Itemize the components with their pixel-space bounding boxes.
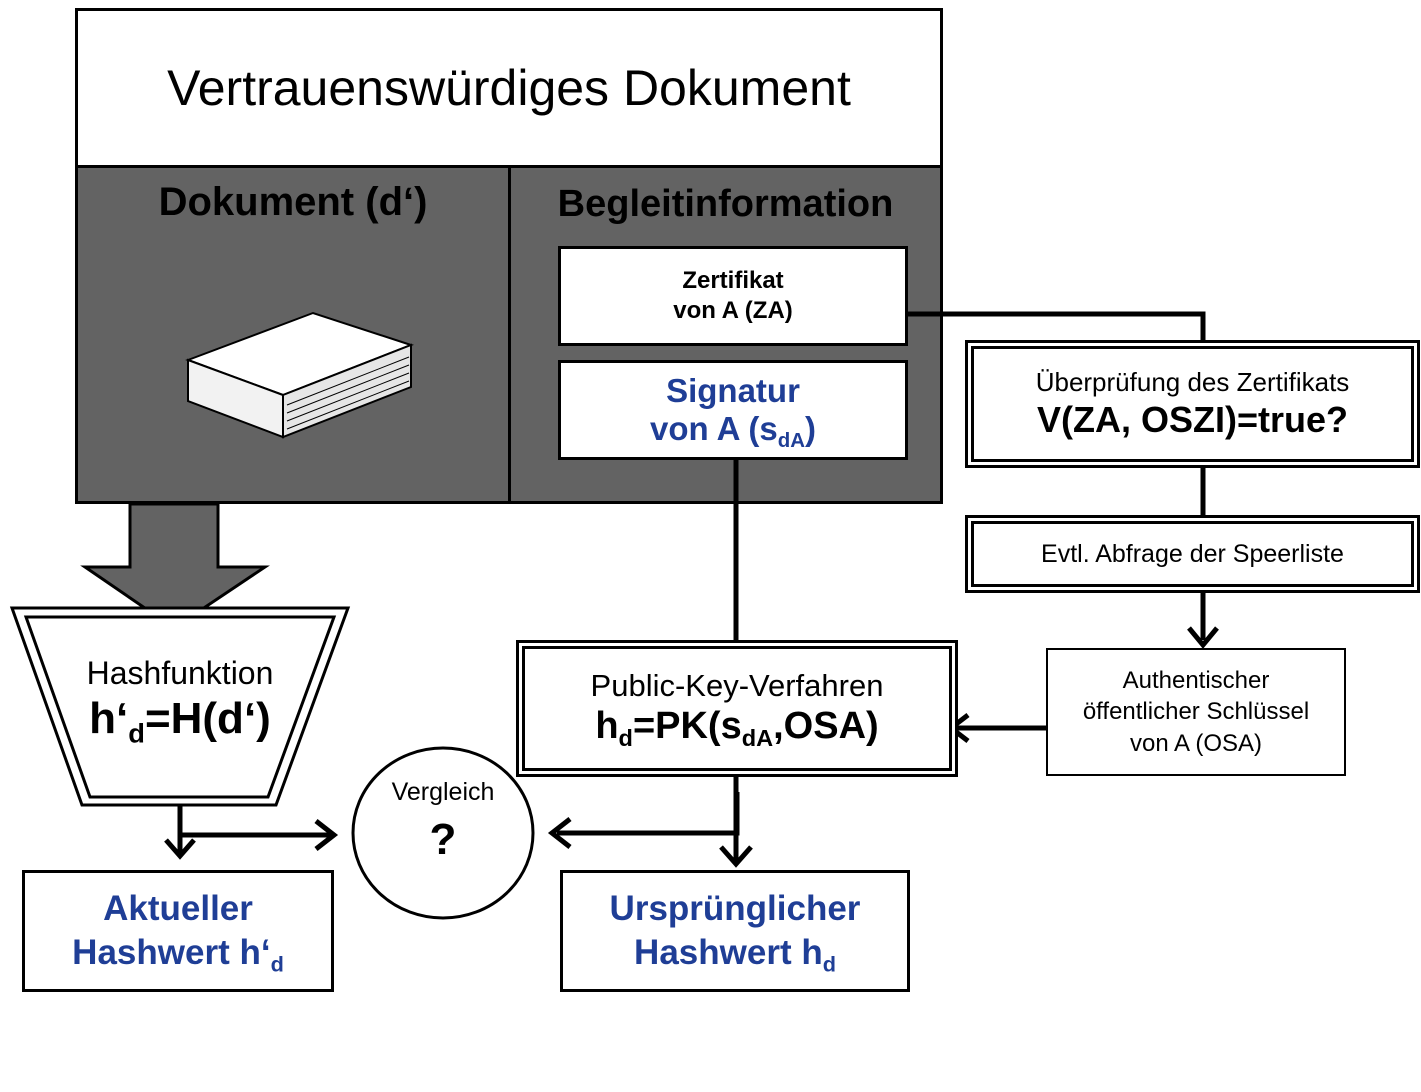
arrowhead-orig-compare: [547, 817, 572, 849]
signature-line1: Signatur: [666, 372, 800, 410]
auth-key-line3: von A (OSA): [1129, 729, 1263, 757]
signature-symbol: s: [759, 410, 778, 447]
cert-check-formula: V(ZA, OSZI)=true?: [1036, 399, 1348, 440]
current-hash-sub: d: [270, 951, 284, 977]
page-title-text: Vertrauenswürdiges Dokument: [167, 60, 851, 116]
pk-f1: h: [595, 705, 619, 748]
line-orig-to-compare: [557, 792, 740, 836]
signature-suffix: ): [805, 410, 816, 447]
arrowhead-curr-compare: [314, 819, 339, 851]
document-label: Dokument (d‘): [158, 180, 428, 224]
hash-function[interactable]: Hashfunktion h‘d=H(d‘): [40, 655, 320, 747]
book-icon: [185, 311, 414, 439]
hash-formula-post: =H(d‘): [144, 694, 271, 743]
auth-key-line1: Authentischer: [1122, 667, 1270, 695]
compare-symbol: ?: [429, 815, 457, 864]
original-hash-text: Hashwert h: [634, 933, 823, 972]
arrowhead-to-curr-hash: [164, 838, 196, 860]
arrowhead-to-orig-hash: [719, 845, 753, 868]
signature-line2: von A (sdA): [650, 410, 816, 451]
certificate-box[interactable]: Zertifikat von A (ZA): [558, 246, 908, 346]
accompanying-label: Begleitinformation: [557, 183, 894, 225]
current-hash-text: Hashwert h‘: [72, 933, 271, 972]
cert-check-label: Überprüfung des Zertifikats: [1035, 366, 1350, 397]
original-hash-sub: d: [822, 951, 836, 977]
blocklist-label: Evtl. Abfrage der Speerliste: [1041, 540, 1344, 568]
signature-subscript: dA: [777, 429, 805, 453]
hash-function-outer: [9, 606, 351, 807]
current-hash-line2: Hashwert h‘d: [72, 931, 284, 975]
blocklist-box[interactable]: Evtl. Abfrage der Speerliste: [965, 515, 1420, 593]
public-key-label: Public-Key-Verfahren: [590, 668, 884, 704]
pk-f1-sub: d: [618, 725, 633, 752]
certificate-line2: von A (ZA): [673, 297, 793, 324]
original-hash-line1: Ursprünglicher: [609, 889, 861, 929]
hash-function-label: Hashfunktion: [86, 655, 274, 691]
big-down-arrow: [80, 502, 270, 630]
page-title: Vertrauenswürdiges Dokument: [75, 8, 943, 168]
line-curr-to-compare: [177, 798, 330, 838]
auth-key-line2: öffentlicher Schlüssel: [1082, 698, 1310, 726]
current-hash-box[interactable]: Aktueller Hashwert h‘d: [22, 870, 334, 992]
compare-label: Vergleich: [391, 778, 495, 806]
current-hash-line1: Aktueller: [103, 889, 253, 929]
auth-key-box[interactable]: Authentischer öffentlicher Schlüssel von…: [1046, 648, 1346, 776]
cert-check-box[interactable]: Überprüfung des Zertifikats V(ZA, OSZI)=…: [965, 340, 1420, 468]
original-hash-box[interactable]: Ursprünglicher Hashwert hd: [560, 870, 910, 992]
pk-f3: ,OSA): [773, 705, 879, 748]
public-key-box[interactable]: Public-Key-Verfahren hd=PK(sdA,OSA): [516, 640, 958, 777]
hash-function-inner: [23, 615, 337, 799]
arrowhead-to-key: [1187, 626, 1219, 649]
compare[interactable]: Vergleich ?: [353, 778, 533, 865]
compare-circle: [351, 746, 535, 920]
hash-function-formula: h‘d=H(d‘): [40, 694, 320, 747]
line-cert-to-check: [908, 311, 1206, 341]
signature-prefix: von A (: [650, 410, 760, 447]
certificate-line1: Zertifikat: [682, 267, 784, 294]
hash-formula-pre: h‘: [89, 694, 129, 743]
hash-formula-sub: d: [128, 717, 145, 749]
signature-box[interactable]: Signatur von A (sdA): [558, 360, 908, 460]
pk-f2-sub: dA: [741, 725, 774, 752]
original-hash-line2: Hashwert hd: [634, 931, 836, 975]
public-key-formula: hd=PK(sdA,OSA): [595, 704, 878, 750]
pk-f2: =PK(s: [632, 705, 742, 748]
